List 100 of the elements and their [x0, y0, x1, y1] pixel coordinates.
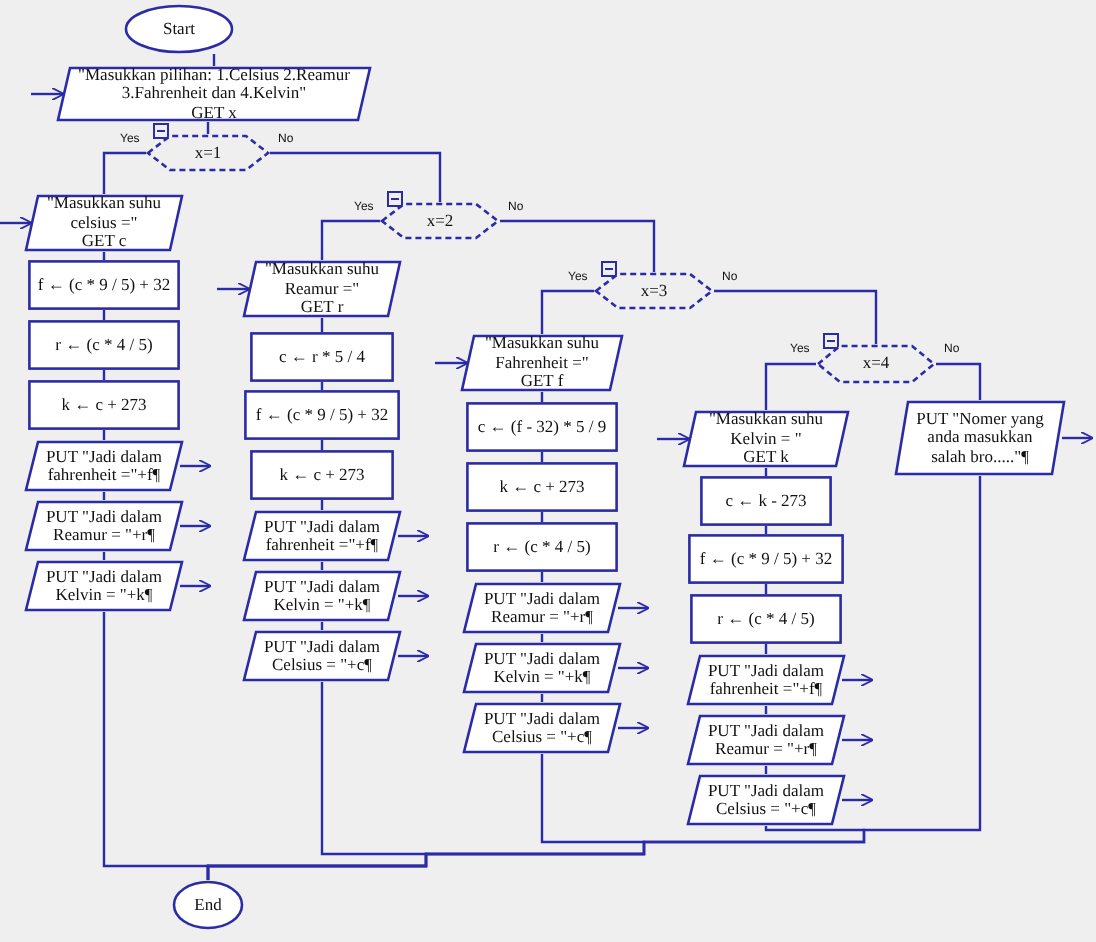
node-text: c ← (f - 32) * 5 / 9 — [477, 417, 607, 437]
arrow — [217, 282, 252, 296]
node-text: f ← (c * 9 / 5) + 32 — [255, 405, 389, 425]
process-box — [466, 402, 618, 452]
node-text: PUT "Jadi dalam Kelvin = "+k¶ — [261, 577, 383, 615]
input-output-parallelogram — [460, 334, 624, 392]
input-output-parallelogram — [686, 774, 846, 826]
arrow — [180, 459, 213, 473]
input-output-parallelogram — [24, 500, 184, 552]
arrow — [398, 589, 431, 603]
process-box — [250, 332, 394, 382]
node-text: PUT "Jadi dalam Kelvin = "+k¶ — [43, 567, 165, 605]
connector-line — [714, 289, 878, 344]
connector-line — [270, 151, 442, 202]
input-output-parallelogram — [56, 66, 372, 122]
connector-line — [500, 219, 656, 272]
node-text: PUT "Jadi dalam Celsius = "+c¶ — [705, 781, 827, 819]
input-output-parallelogram — [462, 582, 622, 634]
node-text: c ← k - 273 — [725, 491, 807, 511]
arrow — [398, 649, 431, 663]
node-text: k ← c + 273 — [499, 477, 585, 497]
arrow — [618, 721, 651, 735]
decision-hexagon — [146, 134, 270, 172]
input-output-parallelogram — [894, 400, 1066, 476]
process-box — [466, 462, 618, 512]
arrow — [842, 793, 875, 807]
terminal-oval — [124, 4, 234, 54]
node-text: PUT "Jadi dalam fahrenheit ="+f¶ — [43, 447, 165, 485]
node-text: PUT "Jadi dalam Reamur = "+r¶ — [481, 589, 603, 627]
node-text: "Masukkan suhu Kelvin = " — [706, 410, 826, 449]
connector-line — [102, 151, 146, 194]
input-output-parallelogram — [682, 410, 850, 468]
connector-line — [320, 219, 380, 260]
arrow — [842, 673, 875, 687]
arrow — [0, 216, 34, 230]
node-text: GET c — [81, 232, 127, 252]
node-text: PUT "Jadi dalam fahrenheit ="+f¶ — [261, 517, 383, 555]
arrow — [180, 519, 213, 533]
input-output-parallelogram — [24, 560, 184, 612]
node-text: Start — [162, 19, 196, 39]
input-output-parallelogram — [462, 642, 622, 694]
node-text: "Masukkan suhu Reamur =" — [262, 260, 382, 299]
input-output-parallelogram — [462, 702, 622, 754]
decision-hexagon — [816, 344, 936, 384]
arrow — [31, 87, 66, 101]
node-text: End — [194, 895, 222, 915]
process-box — [28, 260, 180, 310]
input-output-parallelogram — [242, 630, 402, 682]
node-text: GET x — [191, 103, 237, 123]
arrow — [618, 601, 651, 615]
input-output-parallelogram — [24, 440, 184, 492]
connector-line — [936, 362, 982, 400]
process-box — [688, 534, 844, 584]
node-text: r ← (c * 4 / 5) — [717, 609, 815, 629]
node-text: PUT "Nomer yang anda masukkan salah bro....."¶ — [916, 409, 1044, 467]
process-box — [244, 390, 400, 440]
input-output-parallelogram — [242, 510, 402, 562]
node-text: k ← c + 273 — [61, 395, 147, 415]
node-text: x=1 — [194, 143, 222, 163]
node-text: c ← r * 5 / 4 — [279, 347, 365, 367]
node-text: k ← c + 273 — [279, 465, 365, 485]
process-box — [28, 320, 180, 370]
decision-hexagon — [380, 202, 500, 240]
node-text: GET r — [300, 298, 344, 318]
node-text: x=4 — [862, 354, 890, 374]
node-text: f ← (c * 9 / 5) + 32 — [37, 275, 171, 295]
input-output-parallelogram — [686, 714, 846, 766]
arrow — [657, 432, 692, 446]
node-text: x=2 — [426, 211, 454, 231]
node-text: "Masukkan suhu celsius =" — [44, 194, 164, 233]
node-text: "Masukkan pilihan: 1.Celsius 2.Reamur 3.Fahrenheit dan 4.Kelvin" — [76, 65, 352, 104]
input-output-parallelogram — [242, 570, 402, 622]
node-text: PUT "Jadi dalam Celsius = "+c¶ — [261, 637, 383, 675]
terminal-oval — [172, 880, 244, 930]
arrow — [618, 661, 651, 675]
node-text: "Masukkan suhu Fahrenheit =" — [482, 334, 602, 373]
connector-line — [764, 362, 816, 410]
process-box — [690, 594, 842, 644]
node-text: r ← (c * 4 / 5) — [55, 335, 153, 355]
node-text: GET f — [520, 372, 564, 392]
node-text: PUT "Jadi dalam Reamur = "+r¶ — [705, 721, 827, 759]
input-output-parallelogram — [24, 194, 184, 252]
node-text: PUT "Jadi dalam Kelvin = "+k¶ — [481, 649, 603, 687]
node-text: x=3 — [640, 281, 668, 301]
connector-line — [540, 289, 594, 334]
process-box — [466, 522, 618, 572]
node-text: PUT "Jadi dalam fahrenheit ="+f¶ — [705, 661, 827, 699]
arrow — [1062, 431, 1095, 445]
decision-hexagon — [594, 272, 714, 310]
process-box — [250, 450, 394, 500]
process-box — [700, 476, 832, 526]
arrow — [398, 529, 431, 543]
arrow — [435, 356, 470, 370]
node-text: PUT "Jadi dalam Celsius = "+c¶ — [481, 709, 603, 747]
input-output-parallelogram — [686, 654, 846, 706]
node-text: f ← (c * 9 / 5) + 32 — [699, 549, 833, 569]
connector-line — [206, 476, 982, 880]
node-text: r ← (c * 4 / 5) — [493, 537, 591, 557]
input-output-parallelogram — [242, 260, 402, 318]
arrow — [842, 733, 875, 747]
